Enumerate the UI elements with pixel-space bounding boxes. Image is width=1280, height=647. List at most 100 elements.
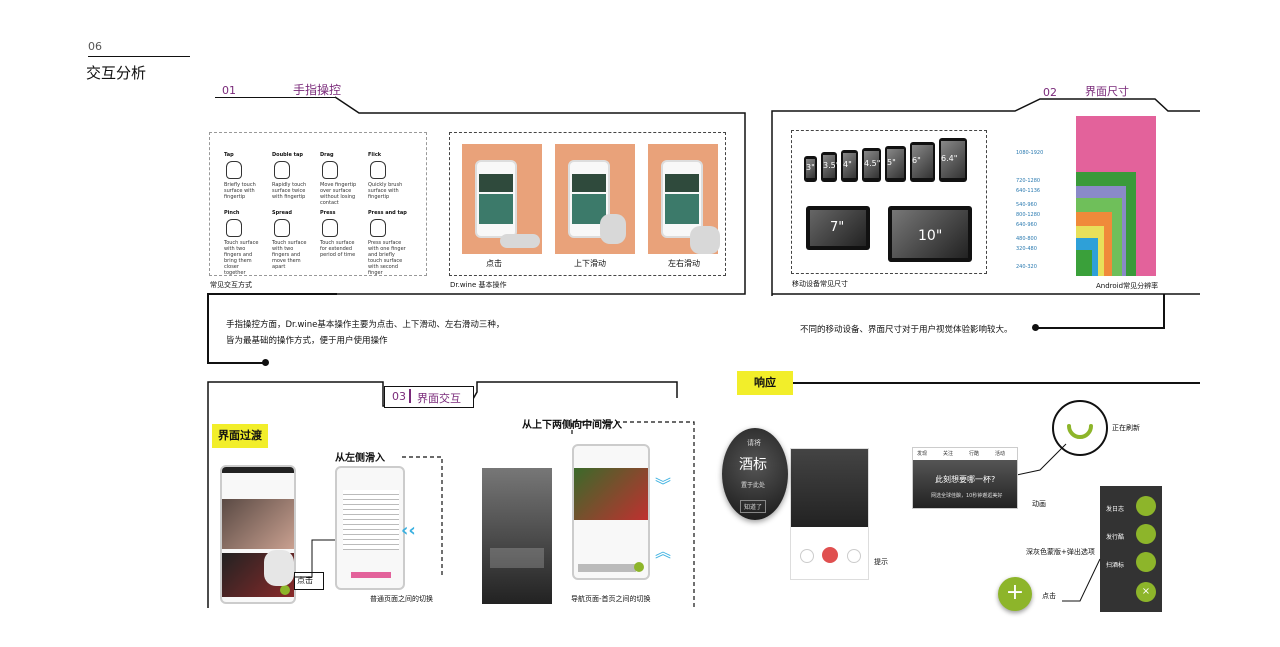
camera-icon[interactable] bbox=[822, 547, 838, 563]
hand-gesture-icon bbox=[322, 161, 338, 179]
section2-frame bbox=[771, 98, 1200, 296]
demo-phone-3 bbox=[661, 160, 703, 238]
demo-label-tap: 点击 bbox=[486, 259, 502, 268]
resolution-label: 480-800 bbox=[1016, 236, 1037, 242]
overlay-connector bbox=[1062, 558, 1101, 602]
hand-gesture-icon bbox=[322, 219, 338, 237]
res-bar-320 bbox=[1076, 250, 1092, 276]
left-slide-label: 从左侧滑入 bbox=[335, 453, 385, 464]
tab-2[interactable]: 行酷 bbox=[969, 451, 980, 457]
phone-size-3: 4.5" bbox=[862, 148, 881, 182]
phone-size-2: 4" bbox=[841, 150, 858, 182]
phone-size-6: 6.4" bbox=[939, 138, 967, 182]
search-panel: 发现关注行酷活动 此刻想要哪一杯? 网选全球佳酿，10秒钟邂逅美好 bbox=[912, 447, 1018, 509]
slide-connector bbox=[294, 456, 443, 578]
section1-frame bbox=[335, 96, 746, 295]
hand-gesture-icon bbox=[370, 219, 386, 237]
section3-label-box bbox=[384, 386, 474, 408]
demo-label-vertical: 上下滑动 bbox=[574, 259, 606, 268]
resolution-label: 320-480 bbox=[1016, 246, 1037, 252]
connector-dot bbox=[1032, 324, 1039, 331]
nav-phone-home bbox=[572, 444, 650, 580]
header-rule bbox=[88, 56, 190, 57]
menu-item-2[interactable]: 扫酒标 bbox=[1106, 562, 1125, 569]
section2-desc: 不同的移动设备、界面尺寸对于用户视觉体验影响较大。 bbox=[800, 325, 1013, 335]
tab-3[interactable]: 活动 bbox=[995, 451, 1006, 457]
hand-gesture-icon bbox=[226, 219, 242, 237]
phone-size-4: 5" bbox=[885, 146, 906, 182]
hand-icon bbox=[690, 226, 720, 254]
resolution-label: 640-960 bbox=[1016, 222, 1037, 228]
hand-gesture-icon bbox=[274, 219, 290, 237]
hand-gesture-icon bbox=[370, 161, 386, 179]
animation-label: 动画 bbox=[1032, 500, 1046, 508]
normal-switch-label: 普通页面之间的切换 bbox=[370, 595, 433, 603]
connector-dot bbox=[262, 359, 269, 366]
resolution-label: 720-1280 bbox=[1016, 178, 1041, 184]
fab-add-button[interactable]: + bbox=[998, 577, 1032, 611]
devices-caption: 移动设备常见尺寸 bbox=[792, 280, 848, 288]
menu-action-icon[interactable] bbox=[1136, 552, 1156, 572]
nav-phone-dark bbox=[482, 468, 552, 604]
nav-switch-label: 导航页面-首页之间的切换 bbox=[571, 595, 651, 603]
close-icon[interactable]: × bbox=[1136, 582, 1156, 602]
section1-title: 手指操控 bbox=[293, 83, 342, 97]
tab-1[interactable]: 关注 bbox=[943, 451, 954, 457]
scan-phone bbox=[790, 448, 869, 580]
hand-icon bbox=[264, 550, 294, 586]
demo-phone-2 bbox=[568, 160, 610, 238]
section3-title: 界面交互 bbox=[417, 392, 461, 405]
section2-number: 02 bbox=[1043, 86, 1057, 99]
tab-0[interactable]: 发现 bbox=[917, 451, 928, 457]
resolution-label: 540-960 bbox=[1016, 202, 1037, 208]
response-tag: 响应 bbox=[737, 371, 793, 395]
click-label: 点击 bbox=[297, 576, 313, 585]
page-number: 06 bbox=[88, 40, 102, 53]
refresh-label: 正在刷新 bbox=[1112, 424, 1140, 432]
fab-label: 点击 bbox=[1042, 592, 1056, 600]
resolution-label: 800-1280 bbox=[1016, 212, 1041, 218]
chevron-down-icon: ︾ bbox=[655, 476, 672, 495]
resolution-labels: 1080-1920 720-1280 640-1136 540-960 800-1280… bbox=[1010, 110, 1070, 280]
menu-action-icon[interactable] bbox=[1136, 496, 1156, 516]
refresh-indicator bbox=[1052, 400, 1108, 456]
resolution-label: 1080-1920 bbox=[1016, 150, 1044, 156]
got-it-button[interactable]: 知道了 bbox=[740, 500, 767, 513]
refresh-connector bbox=[1011, 443, 1067, 477]
search-input[interactable]: 此刻想要哪一杯? bbox=[935, 475, 996, 484]
demo-label-horizontal: 左右滑动 bbox=[668, 259, 700, 268]
menu-item-1[interactable]: 发行酷 bbox=[1106, 534, 1125, 541]
overlay-label: 深灰色蒙版+弹出选项 bbox=[1026, 548, 1095, 556]
chevron-up-icon: ︽ bbox=[655, 542, 672, 561]
tablet-7: 7" bbox=[806, 206, 870, 250]
section1-desc-line1: 手指操控方面，Dr.wine基本操作主要为点击、上下滑动、左右滑动三种， bbox=[226, 320, 505, 330]
menu-action-icon[interactable] bbox=[1136, 524, 1156, 544]
section3-number: 03 bbox=[392, 390, 406, 403]
hand-icon bbox=[600, 214, 626, 244]
section2-title: 界面尺寸 bbox=[1085, 85, 1129, 98]
tablet-10: 10" bbox=[888, 206, 972, 262]
transition-tag: 界面过渡 bbox=[212, 424, 268, 448]
resolution-label: 640-1136 bbox=[1016, 188, 1041, 194]
demo-phone-1 bbox=[475, 160, 517, 238]
menu-item-0[interactable]: 发日志 bbox=[1106, 506, 1125, 513]
phone-sizes-row: 3"3.5"4"4.5"5"6"6.4" bbox=[800, 138, 980, 188]
scan-bubble: 请将 酒标 置于此处 知道了 bbox=[722, 428, 788, 520]
demo-box bbox=[449, 132, 726, 276]
hand-icon bbox=[500, 234, 540, 248]
page-title: 交互分析 bbox=[86, 64, 147, 82]
hand-gesture-icon bbox=[274, 161, 290, 179]
scan-hint: 提示 bbox=[874, 558, 888, 566]
phone-size-1: 3.5" bbox=[821, 152, 839, 182]
section1-desc-line2: 皆为最基础的操作方式，便于用户使用操作 bbox=[226, 336, 388, 346]
middle-connector bbox=[571, 421, 695, 608]
